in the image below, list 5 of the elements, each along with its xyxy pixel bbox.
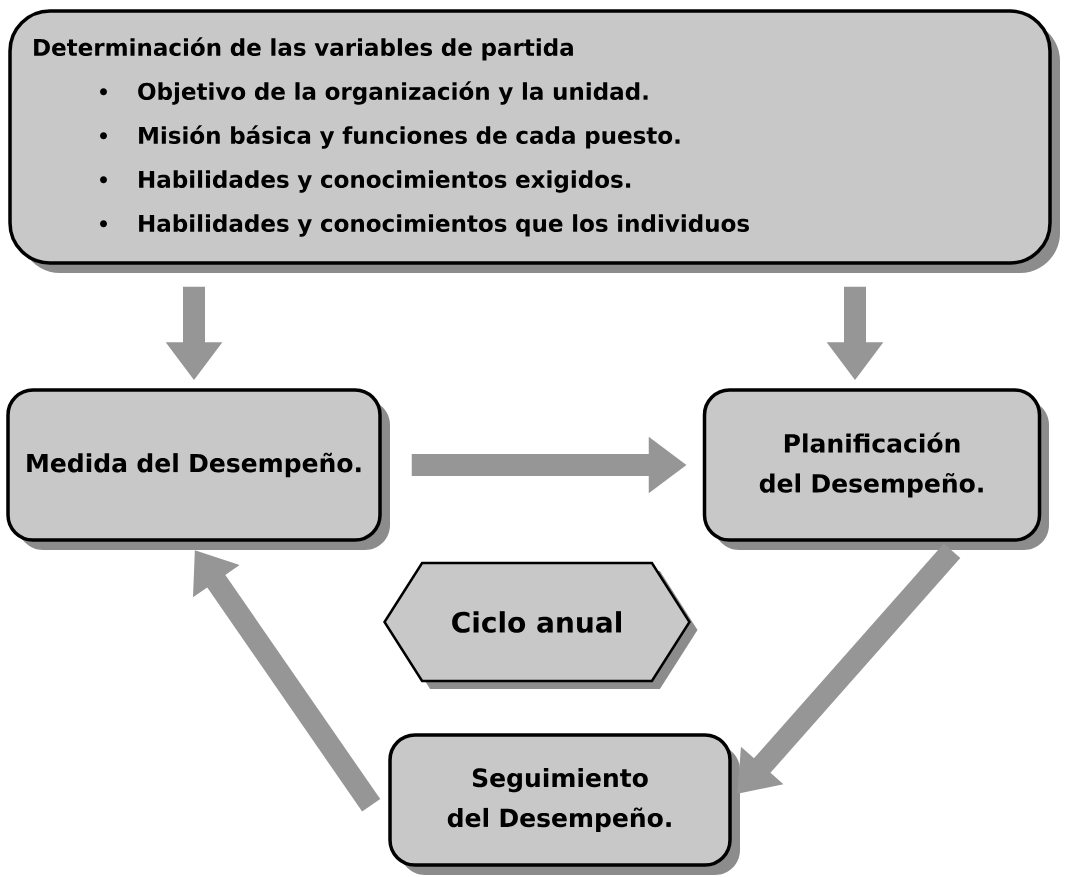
process-box: Planificación del Desempeño. bbox=[702, 388, 1049, 550]
hexagon-box: Ciclo anual bbox=[383, 561, 698, 689]
process-box: Medida del Desempeño. bbox=[6, 388, 390, 550]
process-box: Seguimiento del Desempeño. bbox=[388, 733, 740, 875]
rounded-box: Determinación de las variables de partida Objetivo de la organización y la unidad. Misión básica y funciones de cada puesto. Habilidades y conocimientos exigidos. Habilidades y conocimientos que los individuos bbox=[8, 9, 1060, 273]
